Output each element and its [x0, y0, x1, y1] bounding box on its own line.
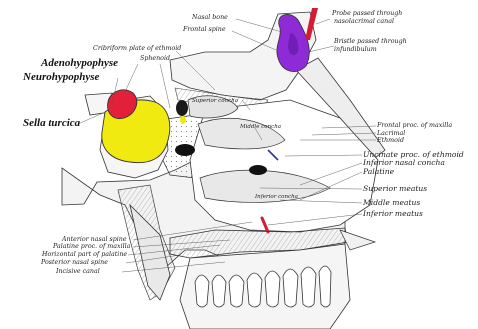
frontal-spine-label: Frontal spine [183, 26, 226, 33]
inferior-concha-label: Inferior concha [255, 194, 298, 200]
middle-concha-label: Middle concha [240, 124, 281, 130]
superior-concha-label: Superior concha [192, 98, 238, 104]
sphenoid-label: Sphenoid [140, 55, 170, 62]
posterior-nasal-spine-label: Posterior nasal spine [41, 259, 108, 266]
cribriform-label: Cribriform plate of ethmoid [93, 45, 181, 52]
probe-label: Probe passed through [332, 10, 402, 17]
neurohypophyse-label: Neurohypophyse [23, 71, 99, 83]
bristle-label: Bristle passed through [334, 38, 407, 45]
frontal-proc-maxilla-label: Frontal proc. of maxilla [377, 122, 452, 129]
inferior-meatus-label: Inferior meatus [363, 209, 423, 218]
anterior-nasal-spine-label: Anterior nasal spine [62, 236, 127, 243]
superior-meatus-label: Superior meatus [363, 184, 427, 193]
sphenoid-aperture [175, 144, 195, 156]
bristle-label-2: infundibulum [334, 46, 377, 53]
small-yellow-dot [180, 116, 186, 124]
palatine-proc-label: Palatine proc. of maxilla [53, 243, 130, 250]
probe-label-2: nasolacrimal canal [334, 18, 394, 25]
incisive-canal-label: Incisive canal [56, 268, 100, 275]
inferior-nasal-concha-label: Inferior nasal concha [363, 158, 445, 167]
horizontal-palatine-label: Horizontal part of palatine [42, 251, 127, 258]
lacrimal-label: Lacrimal [377, 130, 405, 137]
adenohypophyse-label: Adenohypophyse [41, 57, 118, 69]
nasal-bone-label: Nasal bone [192, 14, 228, 21]
palatine-label: Palatine [363, 167, 394, 176]
sella-turcica-label: Sella turcica [23, 117, 80, 129]
superior-aperture [176, 100, 188, 116]
ethmoid-label: Ethmoid [377, 137, 404, 144]
meatus-opening [249, 165, 267, 175]
middle-meatus-label: Middle meatus [363, 198, 420, 207]
